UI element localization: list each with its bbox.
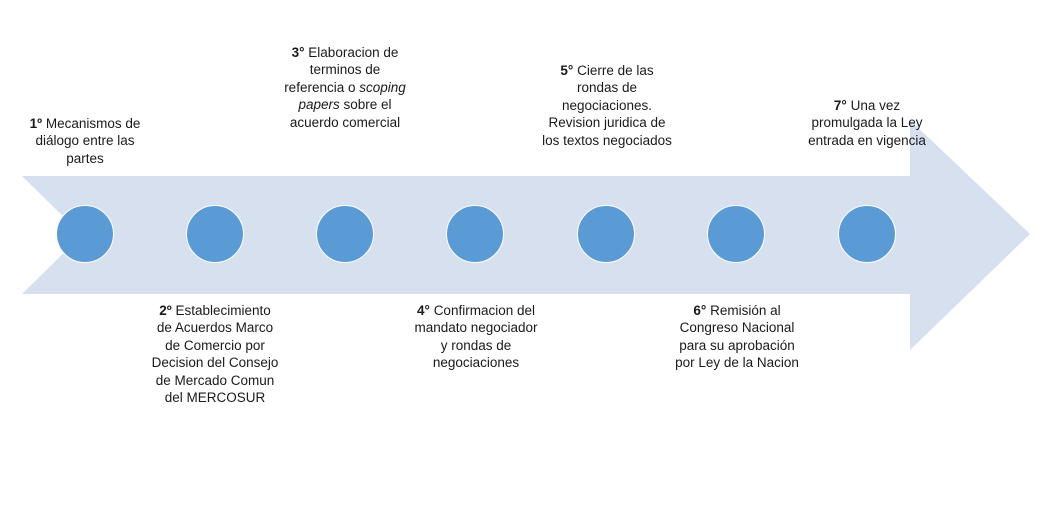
step-7-node	[838, 205, 896, 263]
step-7-label: 7° Una vez promulgada la Ley entrada en …	[802, 97, 932, 149]
step-5-text: Cierre de las rondas de negociaciones. R…	[542, 63, 672, 148]
step-6-text: Remisión al Congreso Nacional para su ap…	[675, 303, 799, 371]
step-2-label: 2º Establecimiento de Acuerdos Marco de …	[150, 302, 280, 406]
step-3-text-italic: scoping papers	[298, 79, 406, 113]
step-5-node	[577, 205, 635, 263]
step-2-number: 2º	[159, 303, 172, 318]
step-6-label: 6° Remisión al Congreso Nacional para su…	[672, 302, 802, 372]
step-6-node	[707, 205, 765, 263]
step-5-number: 5°	[560, 63, 574, 78]
step-1-number: 1º	[29, 116, 43, 131]
step-3-text-after: sobre el acuerdo comercial	[289, 97, 401, 130]
step-4-number: 4°	[417, 303, 430, 318]
step-1-label: 1º Mecanismos de diálogo entre las parte…	[20, 115, 150, 167]
step-7-text: Una vez promulgada la Ley entrada en vig…	[808, 98, 926, 148]
step-4-text: Confirmacion del mandato negociador y ro…	[414, 303, 538, 371]
step-3-node	[316, 205, 374, 263]
step-3-number: 3°	[291, 45, 305, 60]
step-2-text: Establecimiento de Acuerdos Marco de Com…	[151, 303, 279, 406]
step-4-label: 4° Confirmacion del mandato negociador y…	[411, 302, 541, 372]
step-4-node	[446, 205, 504, 263]
step-3-label: 3° Elaboracion de terminos de referencia…	[280, 44, 410, 131]
step-2-node	[186, 205, 244, 263]
arrow-shape	[22, 120, 1030, 350]
step-7-number: 7°	[833, 98, 847, 113]
step-1-node	[56, 205, 114, 263]
step-5-label: 5° Cierre de las rondas de negociaciones…	[542, 62, 672, 149]
step-1-text: Mecanismos de diálogo entre las partes	[35, 116, 141, 166]
step-3-text-before: Elaboracion de terminos de referencia o	[284, 45, 399, 95]
step-6-number: 6°	[693, 303, 707, 318]
